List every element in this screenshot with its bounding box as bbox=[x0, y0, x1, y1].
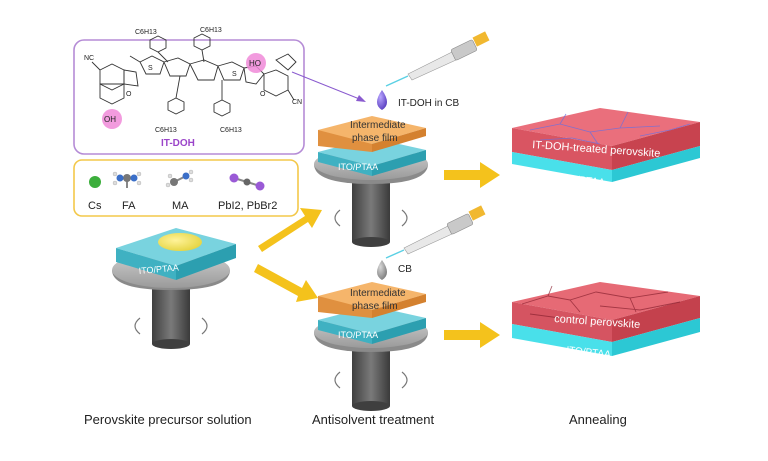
molecule-name: IT-DOH bbox=[161, 138, 195, 149]
molecule-panel: C6H13 C6H13 C6H13 C6H13 NC CN O O S S OH… bbox=[73, 27, 305, 155]
pipette-bottom: CB bbox=[377, 205, 486, 280]
substituent-label-2: C6H13 bbox=[200, 27, 222, 34]
arrow-bottom-to-anneal bbox=[444, 322, 500, 348]
rotation-arrow-icon bbox=[134, 317, 141, 335]
it-doh-drop bbox=[377, 90, 387, 110]
spin-coater-top: ITO/PTAA Intermediate phase film bbox=[314, 116, 428, 247]
molecule-to-dropper-arrow bbox=[291, 71, 363, 101]
molecule-structure bbox=[91, 33, 297, 117]
arrow-top-to-anneal bbox=[444, 162, 500, 188]
precursor-label-cs: Cs bbox=[88, 200, 102, 212]
rotation-arrow-icon bbox=[334, 371, 341, 389]
rotation-arrow-icon bbox=[334, 209, 341, 227]
grain-boundaries-passivated bbox=[529, 111, 691, 145]
precursor-label-ma: MA bbox=[172, 200, 189, 212]
ito-layer-bottom bbox=[512, 324, 612, 356]
caption-antisolvent: Antisolvent treatment bbox=[312, 412, 435, 427]
process-arrows bbox=[254, 162, 500, 348]
substituent-label-1: C6H13 bbox=[135, 29, 157, 36]
perovskite-bottom-stack: control perovskite ITO/PTAA bbox=[512, 282, 700, 361]
precursor-frame bbox=[73, 159, 299, 217]
molecule-frame bbox=[73, 39, 305, 155]
hydroxyl-highlight-right bbox=[246, 53, 266, 73]
arrow-to-bottom bbox=[254, 264, 318, 302]
precursor-label-pb: PbI2, PbBr2 bbox=[218, 200, 277, 212]
ito-layer-top bbox=[512, 152, 612, 182]
film-label-top-1: Intermediate bbox=[350, 120, 406, 131]
ito-label-bottom: ITO/PTAA bbox=[566, 345, 612, 361]
film-label-top-2: phase film bbox=[352, 133, 398, 144]
hydroxyl-label-left: OH bbox=[104, 115, 116, 124]
arrow-to-top bbox=[258, 208, 322, 252]
ito-label-top: ITO/PTAA bbox=[560, 173, 606, 189]
spin-coater-bottom: ITO/PTAA Intermediate phase film bbox=[314, 282, 428, 411]
cyano-label-right: CN bbox=[292, 99, 302, 106]
hydroxyl-label-right: HO bbox=[249, 59, 261, 68]
film-label-bottom-1: Intermediate bbox=[350, 288, 406, 299]
perovskite-bottom-surface bbox=[512, 282, 700, 320]
result-bottom-label: control perovskite bbox=[554, 313, 641, 331]
cyano-label-left: NC bbox=[84, 55, 94, 62]
sulfur-label-1: S bbox=[148, 65, 153, 72]
caption-precursor: Perovskite precursor solution bbox=[84, 412, 252, 427]
caption-annealing: Annealing bbox=[569, 412, 627, 427]
fa-molecule-icon bbox=[112, 171, 142, 188]
ma-molecule-icon bbox=[165, 169, 194, 188]
molecule-arrow-head bbox=[356, 95, 366, 102]
pipette-icon bbox=[403, 225, 453, 255]
carbonyl-label-left: O bbox=[126, 91, 132, 98]
dropper-top-label: IT-DOH in CB bbox=[398, 98, 459, 109]
carbonyl-label-right: O bbox=[260, 91, 266, 98]
film-label-bottom-2: phase film bbox=[352, 301, 398, 312]
substrate-label-left: ITO/PTAA bbox=[138, 263, 179, 276]
substituent-label-3: C6H13 bbox=[155, 127, 177, 134]
substrate-label-top: ITO/PTAA bbox=[338, 162, 378, 172]
spin-coater-precursor: ITO/PTAA bbox=[112, 228, 236, 349]
substrate-label-bottom: ITO/PTAA bbox=[338, 330, 378, 340]
hydroxyl-highlight-left bbox=[102, 109, 122, 129]
sulfur-label-2: S bbox=[232, 71, 237, 78]
precursor-label-fa: FA bbox=[122, 200, 136, 212]
perovskite-top-stack: IT-DOH-treated perovskite ITO/PTAA bbox=[512, 108, 700, 189]
substituent-label-4: C6H13 bbox=[220, 127, 242, 134]
precursor-droplet bbox=[158, 233, 202, 251]
perovskite-top-surface bbox=[512, 108, 700, 146]
precursor-panel: Cs FA MA PbI2, PbBr2 bbox=[73, 159, 299, 217]
dropper-bottom-label: CB bbox=[398, 264, 412, 275]
pipette-top: IT-DOH in CB bbox=[377, 31, 490, 110]
pipette-icon bbox=[407, 51, 457, 81]
pbx-molecule-icon bbox=[229, 173, 265, 191]
grain-boundaries-cracks bbox=[521, 285, 681, 319]
cb-drop bbox=[377, 260, 387, 280]
cs-atom-icon bbox=[89, 176, 101, 188]
